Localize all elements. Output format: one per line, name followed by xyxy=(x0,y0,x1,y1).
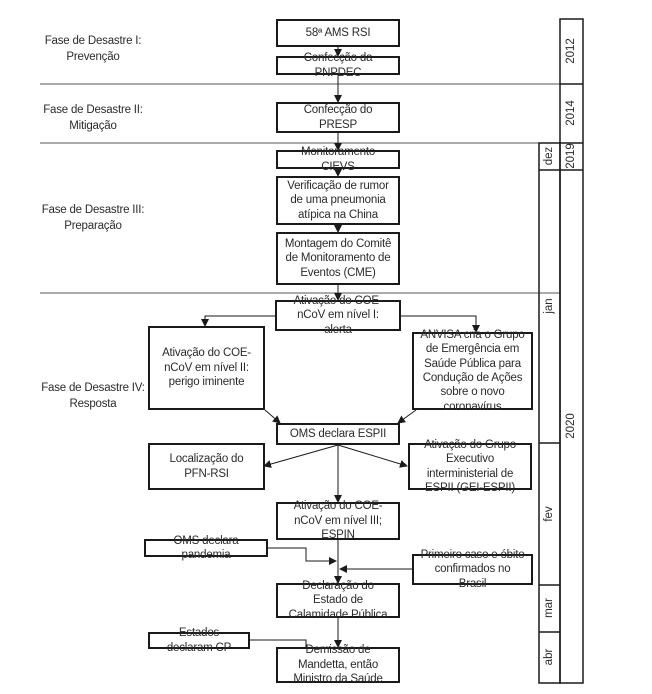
phase-title: Fase de Desastre II: xyxy=(43,104,143,116)
box-presp: Confecção do PRESP xyxy=(276,102,400,133)
box-estados-cp: Estados declaram CP xyxy=(148,627,250,654)
phase-title: Fase de Desastre IV: xyxy=(41,382,145,394)
month-label-mar: mar xyxy=(543,598,555,618)
box-pandemia: OMS declara pandemia xyxy=(144,535,268,561)
arrow-espii-to-gei xyxy=(337,444,408,468)
box-coe-alerta: Ativação do COE-nCoV em nível I: alerta xyxy=(275,295,401,336)
arrow-espii-to-pfn xyxy=(263,444,339,468)
year-label-2020: 2020 xyxy=(565,413,577,439)
month-label-fev: fev xyxy=(543,506,555,522)
phase-label-prevencao: Fase de Desastre I: Prevenção xyxy=(8,34,178,65)
phase-subtitle: Preparação xyxy=(64,219,122,232)
box-rumor: Verificação de rumor de uma pneumonia at… xyxy=(276,176,400,225)
phase-title: Fase de Desastre III: xyxy=(41,204,145,216)
phase-label-preparacao: Fase de Desastre III: Preparação xyxy=(8,203,178,234)
box-cievs: Monitoramento CIEVS xyxy=(276,146,400,173)
box-cme: Montagem do Comitê de Monitoramento de E… xyxy=(276,232,400,285)
year-label-2012: 2012 xyxy=(565,38,577,64)
box-anvisa: ANVISA cria o Grupo de Emergência em Saú… xyxy=(412,329,533,413)
month-label-jan: jan xyxy=(543,298,555,314)
arrow-coe-perigo-to-espii xyxy=(264,409,281,424)
box-ams-rsi: 58ª AMS RSI xyxy=(276,19,400,47)
phase-title: Fase de Desastre I: xyxy=(44,35,142,47)
box-mandetta: Demissão de Mandetta, então Ministro da … xyxy=(276,644,400,685)
box-primeiro-caso: Primeiro caso e óbito confirmados no Bra… xyxy=(412,549,533,590)
phase-subtitle: Mitigação xyxy=(69,119,117,132)
box-pfn-rsi: Localização do PFN-RSI xyxy=(148,443,265,490)
arrow-pandemia-to-spine xyxy=(268,547,337,565)
arrow-coe-alerta-to-coe-perigo xyxy=(201,315,275,327)
box-gei-espii: Ativação do Grupo Executivo interministe… xyxy=(408,439,532,494)
box-calamidade: Declaração do Estado de Calamidade Públi… xyxy=(276,580,400,621)
phase-label-resposta: Fase de Desastre IV: Resposta xyxy=(8,381,178,412)
year-label-2014: 2014 xyxy=(565,100,577,126)
month-label-dez: dez xyxy=(543,146,555,166)
box-pnpdec: Confecção da PNPDEC xyxy=(276,52,400,79)
box-coe-perigo: Ativação do COE-nCoV em nível II: perigo… xyxy=(148,326,265,410)
phase-subtitle: Resposta xyxy=(69,397,117,410)
box-coe-espin: Ativação do COE-nCoV em nível III; ESPIN xyxy=(276,500,400,541)
phase-label-mitigacao: Fase de Desastre II: Mitigação xyxy=(8,103,178,134)
arrow-coe-alerta-to-anvisa xyxy=(401,315,480,333)
phase-subtitle: Prevenção xyxy=(66,50,120,63)
month-label-abr: abr xyxy=(543,648,555,666)
month-column xyxy=(538,142,561,684)
box-espii: OMS declara ESPII xyxy=(276,423,400,445)
arrow-anvisa-to-espii xyxy=(397,409,417,424)
year-label-2019: 2019 xyxy=(565,143,577,169)
